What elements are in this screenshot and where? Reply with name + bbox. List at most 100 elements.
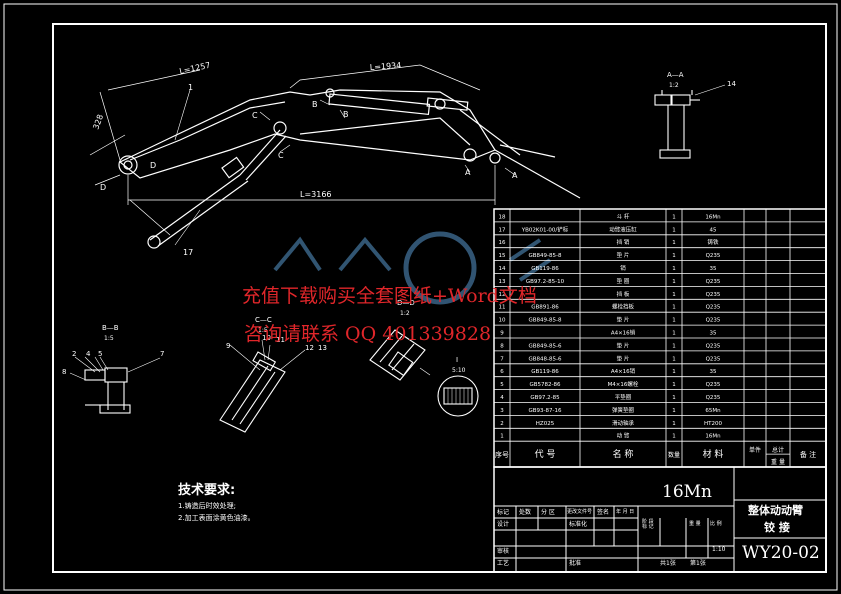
parts-cell-material: 35 — [710, 266, 717, 272]
title-sheet: 第1张 — [690, 560, 706, 567]
parts-cell-qty: 1 — [672, 240, 676, 246]
parts-cell-material: Q235 — [706, 292, 721, 298]
callout-7: 7 — [160, 350, 164, 358]
title-row1-c5: 签名 — [597, 509, 610, 516]
parts-cell-no: 14 — [499, 266, 506, 272]
detail-i-title: I — [456, 356, 458, 364]
parts-cell-qty: 1 — [672, 292, 676, 298]
parts-cell-material: Q235 — [706, 305, 721, 311]
parts-cell-material: HT200 — [704, 421, 722, 427]
title-scale-value: 1:10 — [712, 546, 726, 553]
title-stage: 阶 段 标 记 — [642, 519, 654, 530]
parts-cell-qty: 1 — [672, 305, 676, 311]
title-weight: 重 量 — [689, 521, 701, 527]
parts-cell-code: GB5782-86 — [529, 382, 561, 388]
watermark-line-1: 充值下载购买全套图纸+Word文档 — [242, 285, 537, 307]
title-row1-c1: 标记 — [497, 509, 510, 516]
boom-assembly-view — [89, 64, 581, 249]
title-process: 工艺 — [497, 560, 510, 567]
parts-cell-no: 10 — [499, 318, 506, 324]
parts-cell-material: 45 — [710, 227, 717, 233]
section-mark-a1: A — [465, 168, 471, 177]
parts-cell-no: 13 — [499, 279, 506, 285]
callout-4: 4 — [86, 350, 91, 358]
parts-header-total-weight: 总计 — [772, 446, 784, 454]
title-design: 设计 — [497, 521, 510, 528]
parts-cell-qty: 1 — [672, 253, 676, 259]
parts-cell-code: GB93-87-16 — [529, 408, 563, 414]
parts-cell-material: Q235 — [706, 382, 721, 388]
title-sheets: 共1张 — [660, 560, 676, 567]
parts-cell-name: 垫 片 — [617, 251, 630, 259]
parts-cell-code: GB849-85-8 — [529, 318, 563, 324]
parts-cell-no: 17 — [499, 227, 506, 233]
section-view-dd — [369, 329, 426, 381]
parts-cell-name: M4×16螺栓 — [608, 380, 639, 388]
parts-header-no: 序号 — [495, 450, 509, 459]
parts-cell-code: GB97.2-85 — [530, 395, 560, 401]
parts-cell-no: 12 — [499, 292, 506, 298]
parts-cell-no: 5 — [500, 382, 504, 388]
parts-cell-qty: 1 — [672, 369, 676, 375]
parts-cell-no: 3 — [500, 408, 504, 414]
parts-header-weight: 重 量 — [771, 458, 785, 466]
parts-cell-name: 弹簧垫圈 — [612, 406, 635, 414]
parts-cell-no: 2 — [500, 421, 504, 427]
tech-req-item-2: 2.加工表面涂黄色油漆。 — [178, 514, 255, 522]
parts-cell-material: Q235 — [706, 279, 721, 285]
detail-view-i — [419, 367, 479, 417]
parts-cell-name: 滑动轴承 — [612, 419, 635, 427]
section-view-bb — [69, 356, 161, 414]
section-mark-b1: B — [312, 100, 318, 109]
watermark-line-2: 咨询请联系 QQ 401339828 — [244, 323, 492, 345]
cc-scale: 1:5 — [258, 327, 268, 334]
parts-cell-name: A4×16销 — [611, 329, 636, 337]
parts-cell-code: YB02K01-00/铲标 — [521, 225, 569, 233]
parts-cell-material: 65Mn — [705, 408, 721, 414]
parts-cell-qty: 1 — [672, 331, 676, 337]
parts-cell-name: 挡 板 — [617, 290, 630, 298]
parts-cell-qty: 1 — [672, 356, 676, 362]
callout-13: 13 — [318, 344, 327, 352]
cc-title: C—C — [255, 316, 272, 324]
parts-cell-qty: 1 — [672, 279, 676, 285]
section-mark-c1: C — [252, 111, 258, 120]
title-row1-c3: 分 区 — [541, 509, 555, 516]
parts-cell-qty: 1 — [672, 266, 676, 272]
parts-header-unit-weight: 单件 — [749, 446, 761, 454]
parts-cell-name: 垫 片 — [617, 354, 630, 362]
parts-cell-material: Q235 — [706, 253, 721, 259]
section-mark-b2: B — [343, 110, 349, 119]
dim-l1934: L=1934 — [370, 61, 402, 72]
parts-cell-code: GB849-85-6 — [529, 343, 563, 349]
parts-cell-qty: 1 — [672, 408, 676, 414]
parts-cell-no: 11 — [499, 305, 506, 311]
tech-req-title: 技术要求: — [178, 483, 236, 498]
parts-cell-name: 垫 片 — [617, 341, 630, 349]
parts-cell-qty: 1 — [672, 434, 676, 440]
title-row1-c4: 更改文件号 — [567, 509, 593, 515]
parts-cell-qty: 1 — [672, 343, 676, 349]
parts-cell-material: Q235 — [706, 318, 721, 324]
dim-d2: D — [100, 183, 106, 192]
parts-cell-no: 9 — [500, 331, 504, 337]
parts-cell-code: HZ025 — [536, 421, 555, 427]
title-standard: 标准化 — [569, 521, 588, 528]
parts-cell-no: 6 — [500, 369, 504, 375]
dim-l1257: L=1257 — [179, 61, 212, 76]
title-drawing-name-1: 整体动动臂 — [748, 504, 803, 517]
title-approve: 批准 — [569, 560, 582, 567]
title-drawing-name-2: 铰 接 — [764, 521, 790, 534]
parts-cell-no: 1 — [500, 434, 504, 440]
parts-cell-material: Q235 — [706, 343, 721, 349]
callout-14: 14 — [727, 80, 736, 88]
aa-scale: 1:2 — [669, 82, 679, 89]
parts-cell-qty: 1 — [672, 382, 676, 388]
parts-cell-material: 16Mn — [705, 214, 721, 220]
parts-cell-no: 18 — [499, 214, 506, 220]
section-mark-c2: C — [278, 151, 284, 160]
parts-cell-name: A4×16销 — [611, 367, 636, 375]
parts-cell-name: 垫 片 — [617, 316, 630, 324]
